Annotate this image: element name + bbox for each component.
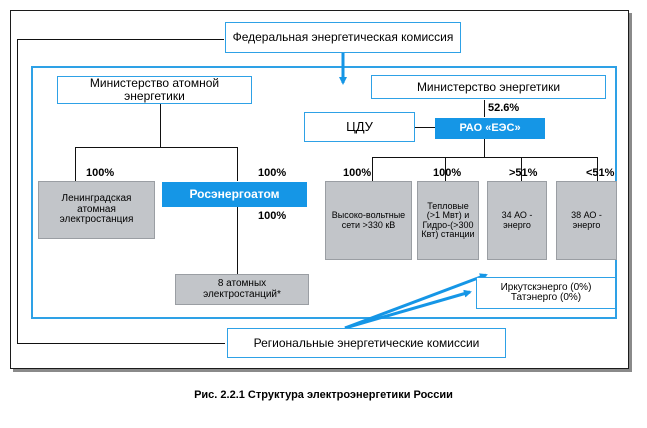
arrow-regional-to-irkutsk xyxy=(344,289,472,330)
hv-grids-box: Высоко-вольтные сети >330 кВ xyxy=(325,181,412,260)
cdu-box: ЦДУ xyxy=(304,112,415,142)
leningrad-npp-box: Ленинградская атомная электростанция xyxy=(38,181,155,239)
ao34-box: 34 АО - энерго xyxy=(487,181,547,260)
ao38-box: 38 АО - энерго xyxy=(556,181,617,260)
connector xyxy=(484,100,485,117)
connector xyxy=(372,157,373,181)
rao-ees-box: РАО «ЕЭС» xyxy=(435,118,545,139)
connector xyxy=(597,157,598,181)
ao34-share-label: >51% xyxy=(509,167,538,179)
arrow-regional-to-ao xyxy=(344,273,488,330)
connector xyxy=(445,157,446,181)
thermal-hydro-share-label: 100% xyxy=(433,167,462,179)
connector xyxy=(237,147,238,181)
eight-npp-share-label: 100% xyxy=(258,210,287,222)
rosenergoatom-box: Росэнергоатом xyxy=(162,182,307,207)
ministry-of-energy: Министерство энергетики xyxy=(371,75,606,99)
connector xyxy=(415,127,435,128)
rao-share-label: 52.6% xyxy=(488,102,520,114)
rosenergoatom-share-label: 100% xyxy=(258,167,287,179)
federal-energy-commission: Федеральная энергетическая комиссия xyxy=(225,22,461,53)
regional-energy-commissions: Региональные энергетические комиссии xyxy=(227,328,506,358)
irkutsk-tatenergo-box: Иркутскэнерго (0%) Татэнерго (0%) xyxy=(476,277,616,309)
figure-caption: Рис. 2.2.1 Структура электроэнергетики Р… xyxy=(194,389,453,401)
ao38-share-label: <51% xyxy=(586,167,615,179)
connector xyxy=(160,103,161,148)
connector xyxy=(237,207,238,274)
thermal-hydro-box: Тепловые (>1 Мвт) и Гидро-(>300 Квт) ста… xyxy=(417,181,479,260)
connector xyxy=(75,147,237,148)
connector xyxy=(17,343,225,344)
connector xyxy=(484,139,485,158)
eight-npp-box: 8 атомных электростанций* xyxy=(175,274,309,305)
connector xyxy=(75,147,76,181)
leningrad-share-label: 100% xyxy=(86,167,115,179)
connector xyxy=(17,39,18,344)
connector xyxy=(17,39,224,40)
ministry-atomic-energy: Министерство атомной энергетики xyxy=(57,76,252,104)
connector xyxy=(521,157,522,181)
connector xyxy=(372,157,598,158)
hv-grids-share-label: 100% xyxy=(343,167,372,179)
